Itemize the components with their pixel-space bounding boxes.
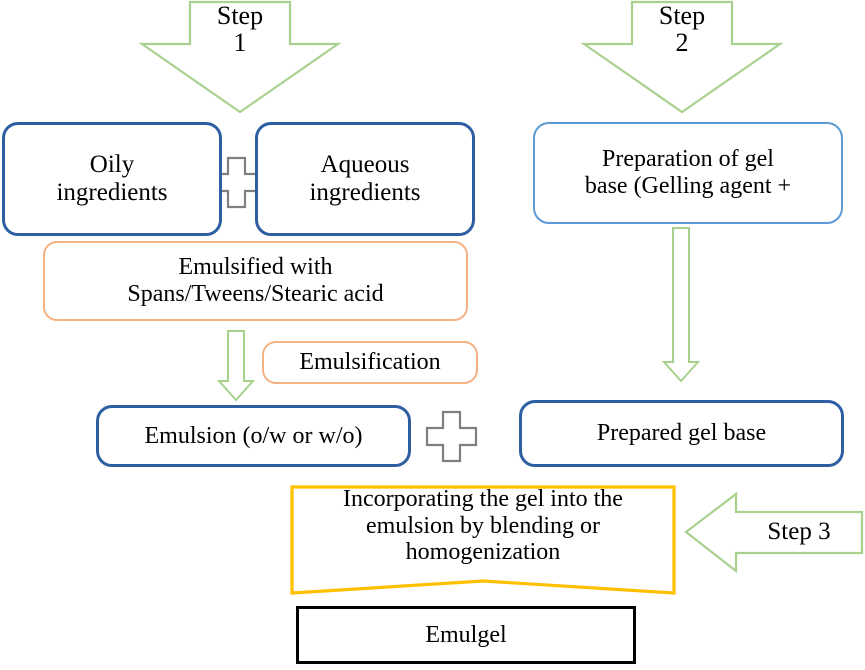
node-emulgel[interactable]: Emulgel <box>296 606 636 664</box>
node-emulsion-text: Emulsion (o/w or w/o) <box>144 422 363 449</box>
step1-label: Step 1 <box>190 2 290 57</box>
node-oily-ingredients-line2: ingredients <box>56 179 168 206</box>
node-incorporating-gel-text: Incorporating the gel into the emulsion … <box>343 486 623 567</box>
node-oily-ingredients-line1: Oily <box>89 151 135 178</box>
node-aqueous-ingredients-text: Aqueous ingredients <box>309 151 420 207</box>
node-incorporating-gel[interactable]: Incorporating the gel into the emulsion … <box>292 485 674 567</box>
node-oily-ingredients-text: Oily ingredients <box>56 151 167 207</box>
node-aqueous-ingredients[interactable]: Aqueous ingredients <box>255 122 475 236</box>
gel-base-arrow-icon <box>661 227 701 383</box>
node-emulsification[interactable]: Emulsification <box>262 341 478 384</box>
node-gel-base-preparation-text: Preparation of gel base (Gelling agent + <box>585 146 791 200</box>
node-emulsified-with-text: Emulsified with Spans/Tweens/Stearic aci… <box>127 254 383 308</box>
node-emulsified-with[interactable]: Emulsified with Spans/Tweens/Stearic aci… <box>43 241 468 321</box>
step2-label-line2: 2 <box>675 28 689 58</box>
node-gel-base-preparation-line1: Preparation of gel <box>602 146 774 173</box>
plus-icon-bottom <box>425 410 478 463</box>
node-prepared-gel-base[interactable]: Prepared gel base <box>519 400 844 467</box>
node-emulsion[interactable]: Emulsion (o/w or w/o) <box>96 405 411 467</box>
step2-label-line1: Step <box>658 1 706 30</box>
node-emulgel-text: Emulgel <box>425 621 507 648</box>
step1-label-line1: Step <box>216 1 264 30</box>
node-oily-ingredients[interactable]: Oily ingredients <box>2 122 222 236</box>
node-emulsification-text: Emulsification <box>299 349 441 376</box>
node-aqueous-ingredients-line2: ingredients <box>309 179 421 206</box>
step2-label: Step 2 <box>632 2 732 57</box>
node-gel-base-preparation-line2: base (Gelling agent + <box>584 173 792 199</box>
emulsification-arrow-icon <box>216 330 256 402</box>
node-incorporating-gel-line2: emulsion by blending or <box>366 512 600 539</box>
node-incorporating-gel-line3: homogenization <box>405 539 561 566</box>
node-emulsified-with-line1: Emulsified with <box>178 254 333 281</box>
step3-label: Step 3 <box>740 518 858 545</box>
step1-label-line2: 1 <box>233 28 247 58</box>
node-incorporating-gel-line1: Incorporating the gel into the <box>343 485 623 512</box>
node-emulsified-with-line2: Spans/Tweens/Stearic acid <box>127 281 384 307</box>
node-prepared-gel-base-text: Prepared gel base <box>596 420 767 447</box>
node-gel-base-preparation[interactable]: Preparation of gel base (Gelling agent + <box>533 122 843 224</box>
step3-label-text: Step 3 <box>767 518 831 545</box>
node-aqueous-ingredients-line1: Aqueous <box>320 151 410 178</box>
